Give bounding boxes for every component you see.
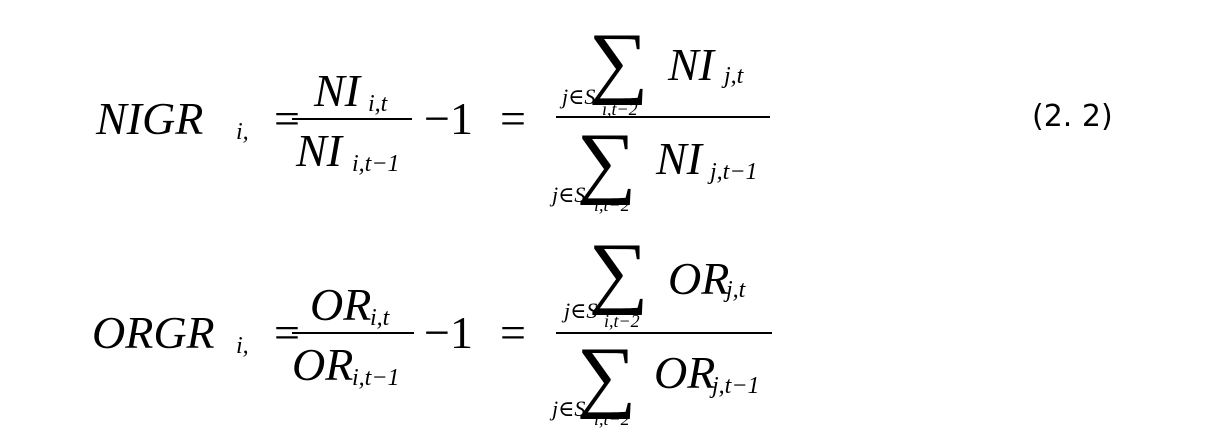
fraction-bar [292,118,412,120]
fraction-denominator-subscript: i,t−1 [352,365,400,391]
sum-limit-numerator-subscript: i,t−2 [602,99,638,119]
sum-symbol-denominator: ∑ [576,118,637,206]
sum-limit-numerator: j∈S [562,84,596,109]
sum-denominator-term: NI [656,133,702,184]
sum-numerator-term: OR [668,253,730,304]
fraction-numerator: NI [314,65,360,116]
fraction-bar-sum [556,116,770,118]
sum-symbol-numerator: ∑ [588,18,649,106]
equals-sign-2: = [500,93,526,144]
lhs-orgr: ORGR [92,307,215,358]
sum-limit-denominator: j∈S [552,396,586,421]
sum-limit-denominator-subscript: i,t−2 [594,195,630,215]
equation-number: (2. 2) [1032,99,1113,134]
fraction-bar [292,332,414,334]
lhs-orgr-subscript: i, [236,333,249,359]
sum-numerator-subscript: j,t [724,63,744,89]
minus-one: −1 [424,93,473,144]
sum-limit-denominator-subscript: i,t−2 [594,409,630,429]
fraction-denominator: NI [296,125,342,176]
fraction-numerator-subscript: i,t [370,305,390,331]
sum-limit-numerator: j∈S [564,298,598,323]
minus-one: −1 [424,307,473,358]
sum-denominator-term: OR [654,347,716,398]
equals-sign-2: = [500,307,526,358]
fraction-denominator: OR [292,339,354,390]
sum-denominator-subscript: j,t−1 [710,159,758,185]
lhs-nigr-subscript: i, [236,119,249,145]
sum-denominator-subscript: j,t−1 [712,373,760,399]
fraction-bar-sum [556,332,772,334]
fraction-numerator-subscript: i,t [368,91,388,117]
sum-numerator-term: NI [668,39,714,90]
sum-symbol-denominator: ∑ [576,332,637,420]
sum-symbol-numerator: ∑ [588,228,649,316]
sum-limit-numerator-subscript: i,t−2 [604,311,640,331]
fraction-denominator-subscript: i,t−1 [352,151,400,177]
sum-limit-denominator: j∈S [552,182,586,207]
sum-numerator-subscript: j,t [726,277,746,303]
fraction-numerator: OR [310,279,372,330]
lhs-nigr: NIGR [96,93,204,144]
